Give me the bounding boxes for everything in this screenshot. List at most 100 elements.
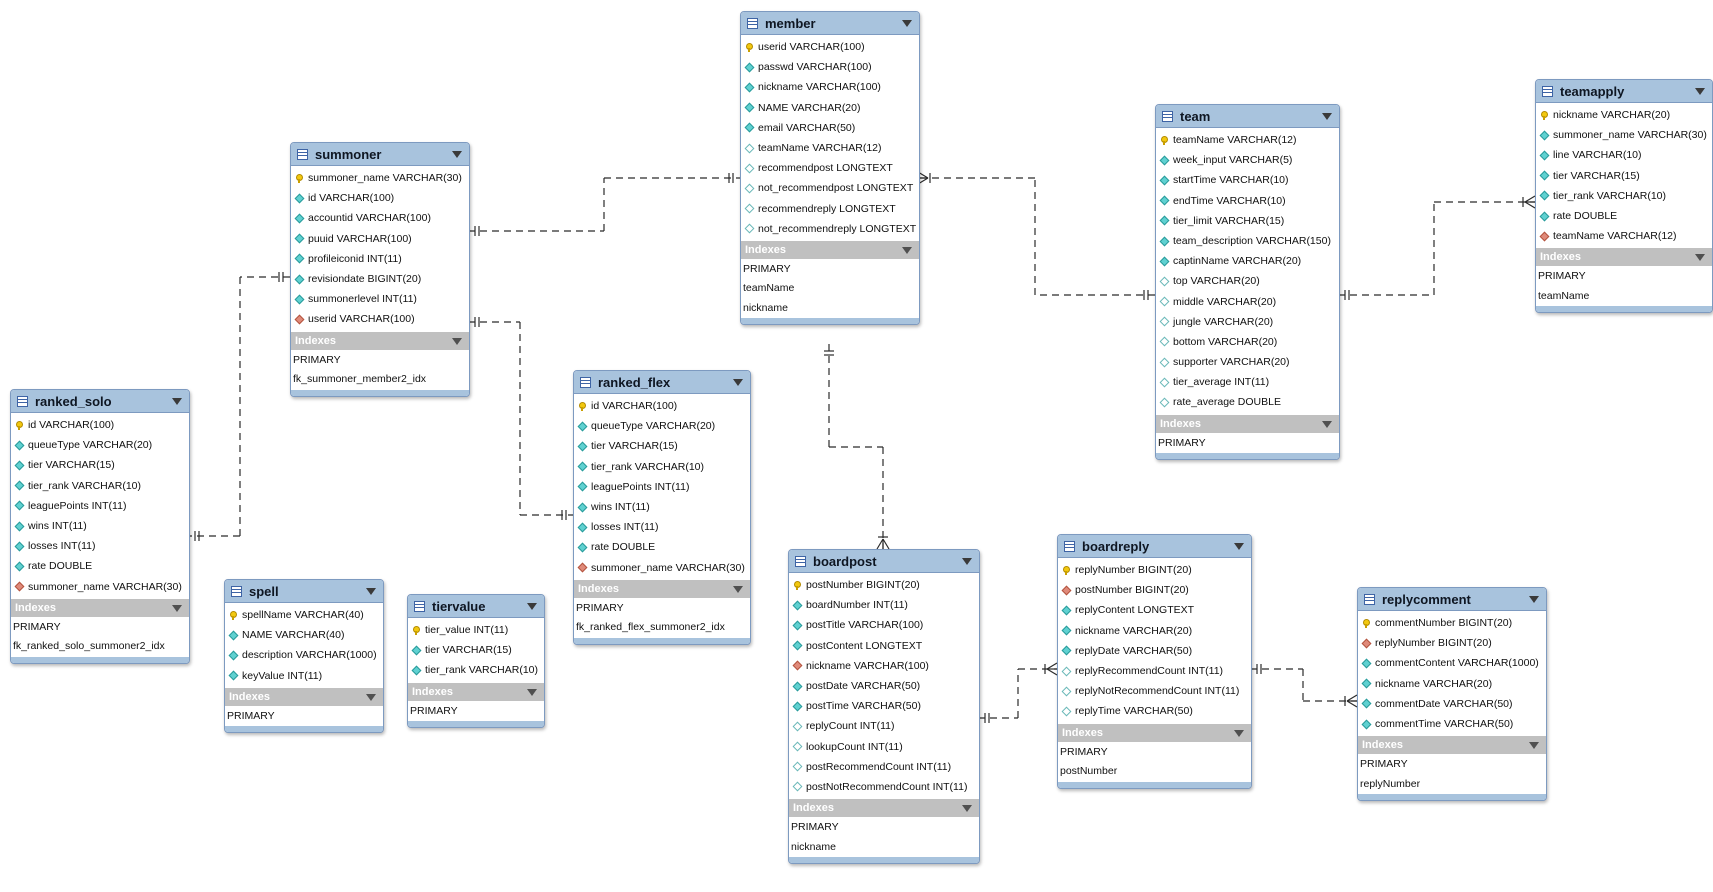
column-row[interactable]: wins INT(11) [11, 516, 189, 536]
table-header[interactable]: summoner [291, 143, 469, 166]
column-row[interactable]: tier_value INT(11) [408, 620, 544, 640]
index-row[interactable]: PRIMARY [13, 620, 61, 633]
column-row[interactable]: team_description VARCHAR(150) [1156, 231, 1339, 251]
column-row[interactable]: commentDate VARCHAR(50) [1358, 694, 1546, 714]
index-row[interactable]: PRIMARY [1360, 758, 1408, 771]
column-row[interactable]: id VARCHAR(100) [574, 396, 750, 416]
column-row[interactable]: queueType VARCHAR(20) [574, 416, 750, 436]
index-row[interactable]: fk_summoner_member2_idx [293, 373, 427, 385]
column-row[interactable]: postTime VARCHAR(50) [789, 696, 979, 716]
column-row[interactable]: not_recommendreply LONGTEXT [741, 219, 919, 239]
column-row[interactable]: description VARCHAR(1000) [225, 645, 383, 665]
index-row[interactable]: PRIMARY [1060, 745, 1108, 758]
column-row[interactable]: postTitle VARCHAR(100) [789, 615, 979, 635]
column-row[interactable]: summoner_name VARCHAR(30) [574, 558, 750, 578]
table-header[interactable]: tiervalue [408, 595, 544, 618]
column-row[interactable]: puuid VARCHAR(100) [291, 229, 469, 249]
table-header[interactable]: ranked_solo [11, 390, 189, 413]
column-row[interactable]: middle VARCHAR(20) [1156, 292, 1339, 312]
column-row[interactable]: startTime VARCHAR(10) [1156, 170, 1339, 190]
column-row[interactable]: NAME VARCHAR(20) [741, 98, 919, 118]
column-row[interactable]: revisiondate BIGINT(20) [291, 269, 469, 289]
collapse-arrow-icon[interactable] [527, 688, 537, 696]
column-row[interactable]: rate DOUBLE [574, 537, 750, 557]
column-row[interactable]: losses INT(11) [11, 536, 189, 556]
column-row[interactable]: leaguePoints INT(11) [11, 496, 189, 516]
collapse-arrow-icon[interactable] [527, 603, 537, 610]
column-row[interactable]: tier VARCHAR(15) [11, 455, 189, 475]
indexes-header[interactable]: Indexes [225, 687, 383, 706]
column-row[interactable]: tier_rank VARCHAR(10) [11, 476, 189, 496]
column-row[interactable]: wins INT(11) [574, 497, 750, 517]
collapse-arrow-icon[interactable] [962, 805, 972, 813]
collapse-arrow-icon[interactable] [902, 20, 912, 27]
indexes-header[interactable]: Indexes [574, 579, 750, 598]
column-row[interactable]: tier_average INT(11) [1156, 372, 1339, 392]
index-row[interactable]: nickname [791, 840, 836, 853]
column-row[interactable]: replyTime VARCHAR(50) [1058, 701, 1251, 721]
index-row[interactable]: PRIMARY [791, 821, 839, 834]
column-row[interactable]: commentNumber BIGINT(20) [1358, 613, 1546, 633]
column-row[interactable]: nickname VARCHAR(100) [789, 656, 979, 676]
collapse-arrow-icon[interactable] [452, 337, 462, 345]
table-header[interactable]: team [1156, 105, 1339, 128]
column-row[interactable]: queueType VARCHAR(20) [11, 435, 189, 455]
indexes-header[interactable]: Indexes [1536, 248, 1712, 267]
indexes-header[interactable]: Indexes [1358, 736, 1546, 755]
collapse-arrow-icon[interactable] [1695, 88, 1705, 95]
collapse-arrow-icon[interactable] [1695, 254, 1705, 262]
table-header[interactable]: teamapply [1536, 80, 1712, 103]
table-header[interactable]: ranked_flex [574, 371, 750, 394]
index-row[interactable]: teamName [1538, 289, 1590, 302]
index-row[interactable]: PRIMARY [743, 262, 791, 275]
column-row[interactable]: passwd VARCHAR(100) [741, 57, 919, 77]
collapse-arrow-icon[interactable] [452, 151, 462, 158]
column-row[interactable]: nickname VARCHAR(20) [1536, 105, 1712, 125]
column-row[interactable]: rate DOUBLE [11, 556, 189, 576]
index-row[interactable]: PRIMARY [576, 601, 624, 614]
column-row[interactable]: leaguePoints INT(11) [574, 477, 750, 497]
index-row[interactable]: PRIMARY [1538, 270, 1586, 283]
column-row[interactable]: nickname VARCHAR(20) [1358, 674, 1546, 694]
collapse-arrow-icon[interactable] [1322, 420, 1332, 428]
column-row[interactable]: top VARCHAR(20) [1156, 271, 1339, 291]
collapse-arrow-icon[interactable] [366, 588, 376, 595]
collapse-arrow-icon[interactable] [1322, 113, 1332, 120]
column-row[interactable]: nickname VARCHAR(100) [741, 77, 919, 97]
index-row[interactable]: teamName [743, 282, 795, 295]
column-row[interactable]: commentTime VARCHAR(50) [1358, 714, 1546, 734]
collapse-arrow-icon[interactable] [1234, 543, 1244, 550]
column-row[interactable]: postContent LONGTEXT [789, 636, 979, 656]
column-row[interactable]: replyNumber BIGINT(20) [1058, 560, 1251, 580]
index-row[interactable]: PRIMARY [1158, 436, 1206, 449]
indexes-header[interactable]: Indexes [741, 240, 919, 259]
column-row[interactable]: commentContent VARCHAR(1000) [1358, 653, 1546, 673]
column-row[interactable]: replyDate VARCHAR(50) [1058, 641, 1251, 661]
column-row[interactable]: id VARCHAR(100) [11, 415, 189, 435]
column-row[interactable]: losses INT(11) [574, 517, 750, 537]
collapse-arrow-icon[interactable] [172, 398, 182, 405]
collapse-arrow-icon[interactable] [733, 585, 743, 593]
column-row[interactable]: recommendpost LONGTEXT [741, 158, 919, 178]
column-row[interactable]: tier_limit VARCHAR(15) [1156, 211, 1339, 231]
column-row[interactable]: teamName VARCHAR(12) [741, 138, 919, 158]
column-row[interactable]: postNotRecommendCount INT(11) [789, 777, 979, 797]
column-row[interactable]: userid VARCHAR(100) [741, 37, 919, 57]
indexes-header[interactable]: Indexes [1156, 414, 1339, 433]
table-header[interactable]: boardpost [789, 550, 979, 573]
column-row[interactable]: tier_rank VARCHAR(10) [1536, 186, 1712, 206]
column-row[interactable]: boardNumber INT(11) [789, 595, 979, 615]
index-row[interactable]: replyNumber [1360, 777, 1421, 790]
column-row[interactable]: replyNumber BIGINT(20) [1358, 633, 1546, 653]
column-row[interactable]: summoner_name VARCHAR(30) [1536, 125, 1712, 145]
collapse-arrow-icon[interactable] [366, 693, 376, 701]
table-header[interactable]: boardreply [1058, 535, 1251, 558]
